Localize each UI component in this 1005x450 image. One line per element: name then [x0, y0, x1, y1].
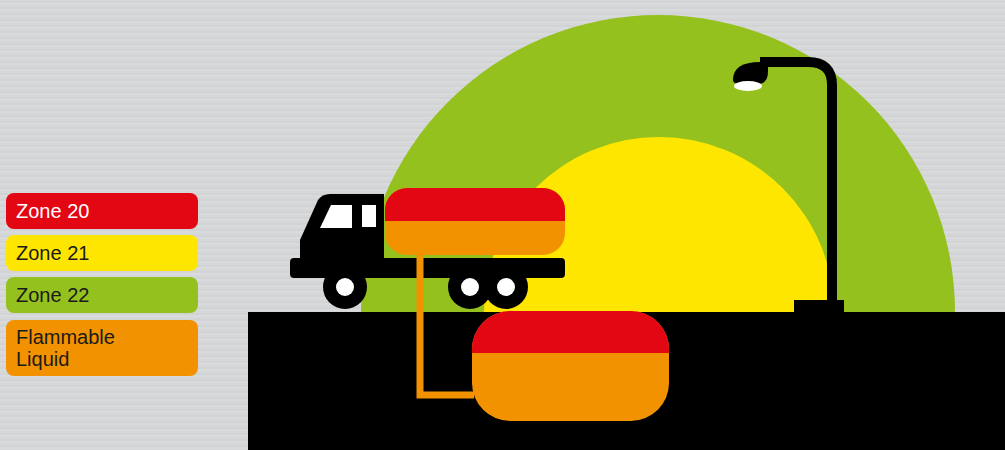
- legend-text: Flammable Liquid: [16, 326, 136, 370]
- lamp-post: [733, 62, 844, 314]
- legend-text: Zone 22: [16, 284, 89, 306]
- legend-swatch: Zone 22: [6, 277, 198, 313]
- legend-swatch: Zone 21: [6, 235, 198, 271]
- ground: [248, 312, 1005, 450]
- underground-tank: [472, 311, 669, 421]
- legend-swatch: Flammable Liquid: [6, 320, 198, 376]
- transfer-pipe: [420, 254, 474, 395]
- legend-text: Zone 20: [16, 200, 89, 222]
- legend-text: Zone 21: [16, 242, 89, 264]
- truck-tank: [385, 188, 565, 255]
- legend-swatch: Zone 20: [6, 193, 198, 229]
